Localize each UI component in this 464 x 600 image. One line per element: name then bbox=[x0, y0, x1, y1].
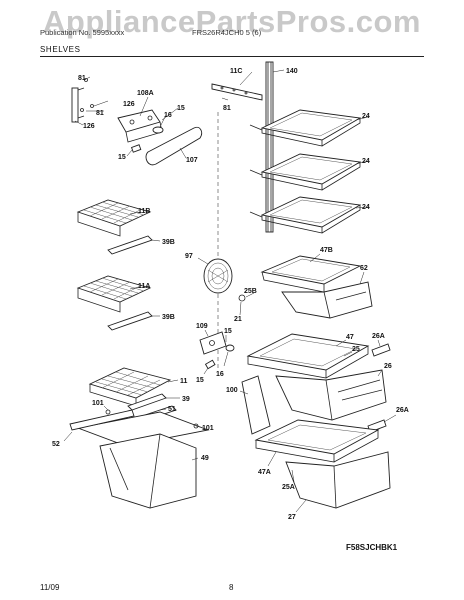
label-47B: 47B bbox=[320, 247, 333, 254]
shelf-bracket-cluster bbox=[71, 76, 203, 166]
model-number: FRS26R4JCH0 5 (6) bbox=[192, 28, 262, 37]
label-108A: 108A bbox=[137, 90, 154, 97]
crisper-lower bbox=[246, 333, 397, 513]
label-24-a: 24 bbox=[362, 113, 370, 120]
label-51: 51 bbox=[168, 406, 176, 413]
label-26A-a: 26A bbox=[372, 333, 385, 340]
label-81-a: 81 bbox=[78, 75, 86, 82]
footer-page-number: 8 bbox=[229, 583, 234, 592]
label-27: 27 bbox=[288, 514, 296, 521]
label-11A: 11A bbox=[138, 283, 150, 290]
label-15-d: 15 bbox=[196, 377, 204, 384]
label-16-a: 16 bbox=[164, 112, 172, 119]
glass-shelf-2 bbox=[249, 153, 362, 191]
label-11C: 11C bbox=[230, 68, 242, 75]
label-81-b: 81 bbox=[96, 110, 104, 117]
glass-shelf-1 bbox=[249, 109, 362, 147]
label-26: 26 bbox=[384, 363, 392, 370]
label-15-a: 15 bbox=[177, 105, 185, 112]
section-title: SHELVES bbox=[40, 45, 81, 54]
figure-code: F58SJCHBK1 bbox=[346, 543, 398, 552]
pan-rail bbox=[239, 375, 271, 435]
label-47: 47 bbox=[346, 334, 354, 341]
label-25B: 25B bbox=[244, 288, 257, 295]
label-21: 21 bbox=[234, 316, 242, 323]
label-52: 52 bbox=[52, 441, 60, 448]
footer-date: 11/09 bbox=[40, 583, 60, 592]
label-25: 25 bbox=[352, 346, 360, 353]
label-126-a: 126 bbox=[123, 101, 135, 108]
door-bin bbox=[63, 405, 210, 509]
label-24-b: 24 bbox=[362, 158, 370, 165]
lamp-assembly bbox=[199, 329, 235, 375]
label-97: 97 bbox=[185, 253, 193, 260]
label-62: 62 bbox=[360, 265, 368, 272]
wire-shelf-lower bbox=[76, 275, 160, 331]
wire-shelf-bottom bbox=[88, 367, 180, 421]
watermark: AppliancePartsPros.com bbox=[43, 4, 421, 39]
label-39B-b: 39B bbox=[162, 314, 175, 321]
label-39B-a: 39B bbox=[162, 239, 175, 246]
label-16-b: 16 bbox=[216, 371, 224, 378]
label-15-b: 15 bbox=[118, 154, 126, 161]
label-140: 140 bbox=[286, 68, 298, 75]
label-11B: 11B bbox=[138, 208, 150, 215]
glass-shelf-stack bbox=[249, 109, 369, 234]
label-39: 39 bbox=[182, 396, 190, 403]
label-25A: 25A bbox=[282, 484, 295, 491]
label-107: 107 bbox=[186, 157, 198, 164]
wire-shelf-upper bbox=[76, 199, 161, 255]
part-labels: 140 11C 81 126 81 126 108A 15 16 15 107 … bbox=[52, 68, 409, 552]
label-15-c: 15 bbox=[224, 328, 232, 335]
shelf-rail bbox=[211, 61, 285, 370]
label-100: 100 bbox=[226, 387, 238, 394]
label-101-a: 101 bbox=[92, 400, 104, 407]
publication-number: Publication No. 5995xxxx bbox=[40, 28, 125, 37]
fan-and-crisper-upper bbox=[197, 253, 373, 319]
label-49: 49 bbox=[201, 455, 209, 462]
label-26A-b: 26A bbox=[396, 407, 409, 414]
label-101-b: 101 bbox=[202, 425, 214, 432]
label-47A: 47A bbox=[258, 469, 271, 476]
label-81-c: 81 bbox=[223, 105, 231, 112]
label-126-b: 126 bbox=[83, 123, 95, 130]
header-rule bbox=[40, 56, 424, 57]
label-11: 11 bbox=[180, 378, 188, 385]
glass-shelf-3 bbox=[249, 196, 362, 234]
label-24-c: 24 bbox=[362, 204, 370, 211]
label-109: 109 bbox=[196, 323, 208, 330]
